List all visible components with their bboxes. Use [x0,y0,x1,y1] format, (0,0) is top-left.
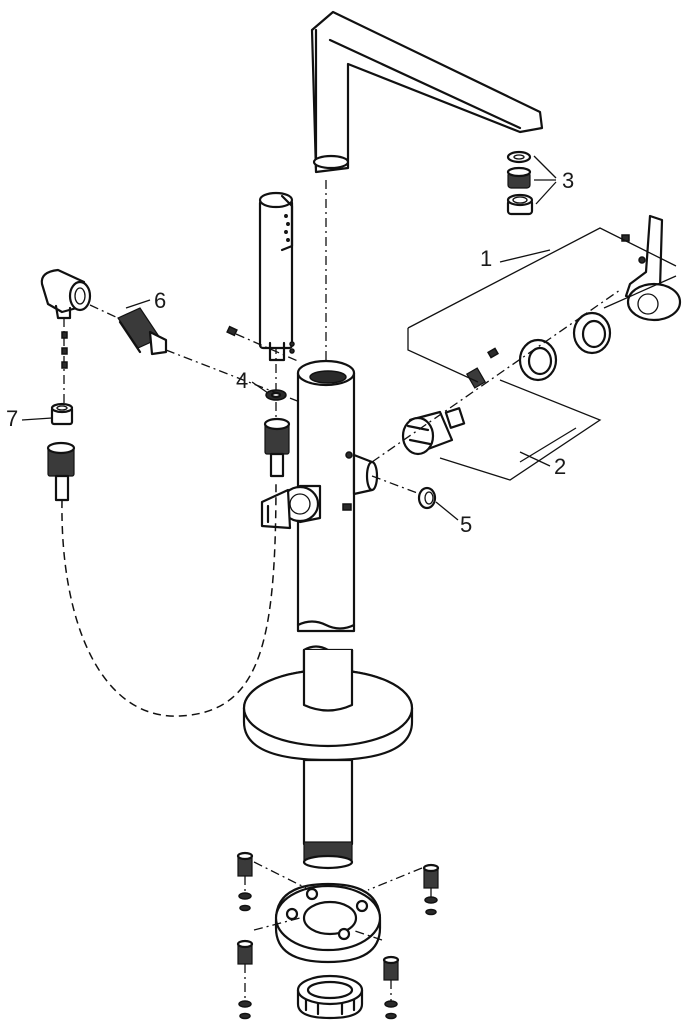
callout-7: 7 [6,406,19,431]
callout-2: 2 [554,454,567,479]
hose-nut [46,402,76,502]
plug-axis-line [371,475,421,495]
assembly-panels [407,227,677,481]
shower-hose [61,479,277,717]
callout-5: 5 [460,512,473,537]
mounting-flange [274,882,382,964]
callout-3: 3 [562,168,575,193]
check-valve [89,304,301,403]
callout-4: 4 [236,368,249,393]
washer-and-hose-nut [263,389,291,478]
callout-1: 1 [480,246,493,271]
callout-6: 6 [154,288,167,313]
bottom-ring-nut [296,974,364,1020]
aerator-set [506,150,557,216]
mounting-tube [302,758,354,870]
plug [417,486,437,510]
handshower-holder [260,484,322,530]
trim-rings [518,311,612,382]
callout-leaders [21,249,551,521]
set-screw [226,325,301,363]
elbow-connector [40,268,92,410]
mounting-screws [236,851,440,1020]
lever-handle [621,214,682,322]
floor-rosette [242,650,414,762]
cartridge [401,347,499,456]
spout [310,10,544,174]
hand-shower [258,191,295,362]
cartridge-axis-line [371,289,621,463]
